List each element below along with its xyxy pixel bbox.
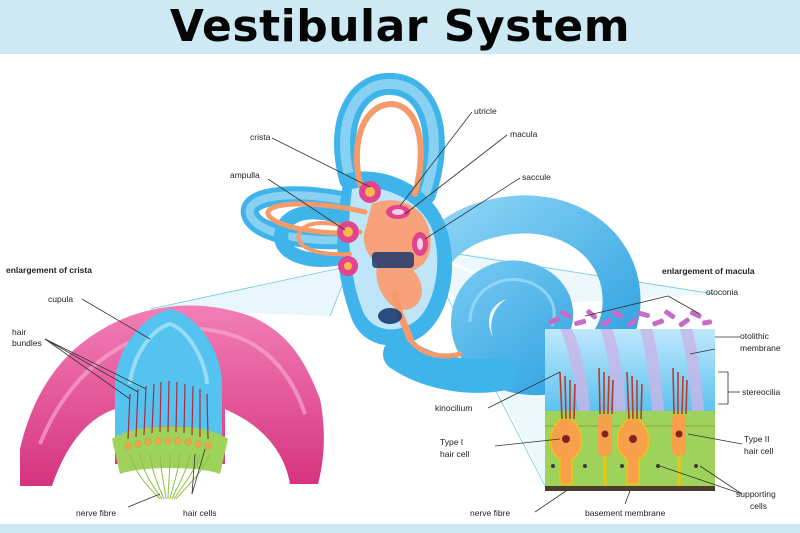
label-otoconia: otoconia	[706, 287, 738, 297]
title-bar: Vestibular System	[0, 0, 800, 54]
label-kinocilium: kinocilium	[435, 403, 472, 413]
label-type2-line1: Type II	[744, 434, 770, 444]
label-hair-bundles-line2: bundles	[12, 338, 42, 348]
label-hair-cells: hair cells	[183, 508, 217, 518]
label-ampulla: ampulla	[230, 170, 260, 180]
crista-enlargement	[20, 306, 324, 500]
label-otolithic-line2: membrane	[740, 343, 781, 353]
page-title: Vestibular System	[170, 0, 630, 54]
bottom-bar	[0, 524, 800, 533]
label-hair-bundles-line1: hair	[12, 327, 26, 337]
label-supporting-line2: cells	[750, 501, 767, 511]
label-stereocilia: stereocilia	[742, 387, 781, 397]
label-utricle: utricle	[474, 106, 497, 116]
label-macula: macula	[510, 129, 538, 139]
label-saccule: saccule	[522, 172, 551, 182]
label-supporting-line1: supporting	[736, 489, 776, 499]
label-crista: crista	[250, 132, 271, 142]
label-nerve-fibre-right: nerve fibre	[470, 508, 510, 518]
macula-enlargement	[545, 309, 715, 491]
vestibular-diagram: crista ampulla utricle macula saccule en…	[0, 54, 800, 524]
label-enlargement-macula: enlargement of macula	[662, 266, 755, 276]
utricle-macula	[386, 205, 410, 219]
label-basement-membrane: basement membrane	[585, 508, 666, 518]
saccule-macula	[412, 232, 428, 256]
label-cupula: cupula	[48, 294, 73, 304]
label-otolithic-line1: otolithic	[740, 331, 770, 341]
label-type1-line2: hair cell	[440, 449, 469, 459]
label-nerve-fibre-left: nerve fibre	[76, 508, 116, 518]
label-enlargement-crista: enlargement of crista	[6, 265, 92, 275]
label-type2-line2: hair cell	[744, 446, 773, 456]
label-type1-line1: Type I	[440, 437, 463, 447]
